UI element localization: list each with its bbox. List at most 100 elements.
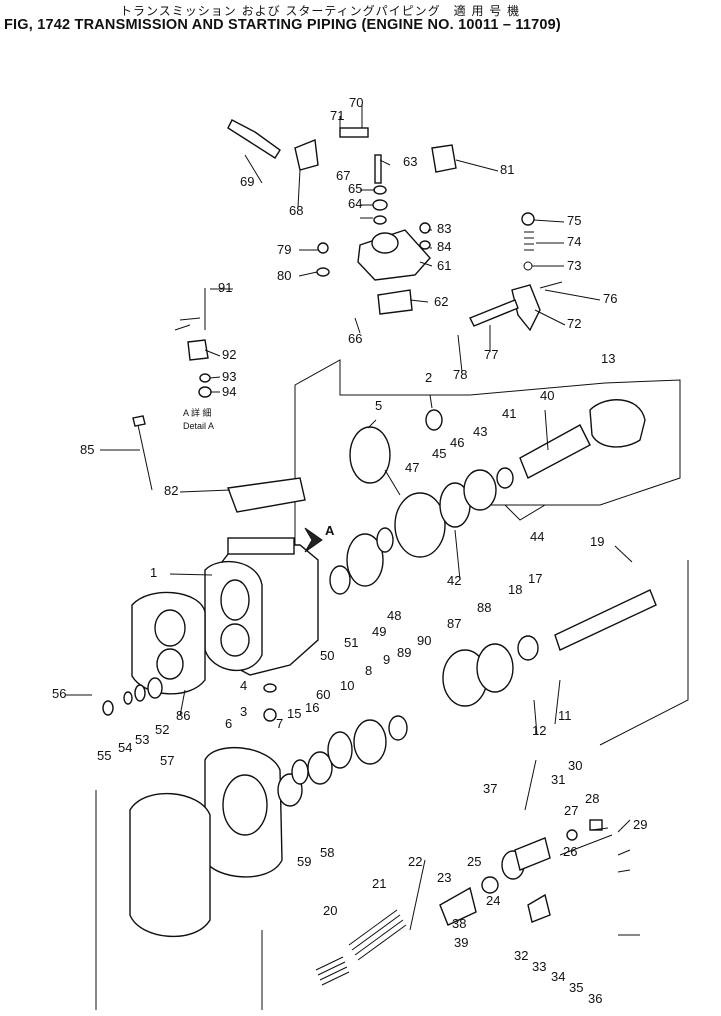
output-shaft <box>554 589 657 651</box>
callout-25: 25 <box>467 854 481 869</box>
callout-22: 22 <box>408 854 422 869</box>
detail-a-arrow-label: A <box>325 523 335 538</box>
figure-title: FIG, 1742 TRANSMISSION AND STARTING PIPI… <box>4 17 561 33</box>
leader-line <box>544 409 549 451</box>
callout-27: 27 <box>564 803 578 818</box>
rear-gasket <box>129 792 211 938</box>
callout-50: 50 <box>320 648 334 663</box>
detail-a-label-jp: A 詳 細 <box>183 407 212 418</box>
callout-74: 74 <box>567 234 581 249</box>
callout-29: 29 <box>633 817 647 832</box>
leader-line <box>297 169 301 208</box>
top-cover-gasket <box>227 477 306 513</box>
callout-11: 11 <box>558 708 572 723</box>
figure-title-japanese: トランスミッション および スターティングパイピング 適 用 号 機 <box>120 4 521 18</box>
callout-77: 77 <box>484 347 498 362</box>
starting-linkage <box>439 819 603 926</box>
callout-56: 56 <box>52 686 66 701</box>
callout-70: 70 <box>349 95 363 110</box>
leader-lines <box>65 104 640 936</box>
callout-88: 88 <box>477 600 491 615</box>
callout-38: 38 <box>452 916 466 931</box>
leader-line <box>169 573 213 576</box>
leader-line <box>179 489 231 493</box>
callout-34: 34 <box>551 969 565 984</box>
callout-18: 18 <box>508 582 522 597</box>
leader-line <box>457 334 463 373</box>
callout-42: 42 <box>447 573 461 588</box>
callout-30: 30 <box>568 758 582 773</box>
callout-41: 41 <box>502 406 516 421</box>
leader-line <box>614 545 633 563</box>
callout-81: 81 <box>500 162 514 177</box>
callout-39: 39 <box>454 935 468 950</box>
callout-91: 91 <box>218 280 232 295</box>
callout-36: 36 <box>588 991 602 1006</box>
callout-21: 21 <box>372 876 386 891</box>
callout-59: 59 <box>297 854 311 869</box>
callout-52: 52 <box>155 722 169 737</box>
callout-57: 57 <box>160 753 174 768</box>
callout-26: 26 <box>563 844 577 859</box>
callout-55: 55 <box>97 748 111 763</box>
leader-line <box>554 679 561 725</box>
callout-7: 7 <box>276 716 283 731</box>
callout-13: 13 <box>601 351 615 366</box>
callout-73: 73 <box>567 258 581 273</box>
leader-line <box>419 261 433 267</box>
callout-75: 75 <box>567 213 581 228</box>
callout-76: 76 <box>603 291 617 306</box>
leader-line <box>533 219 565 223</box>
leader-line <box>590 827 609 831</box>
callout-35: 35 <box>569 980 583 995</box>
leader-line <box>533 699 538 736</box>
callout-17: 17 <box>528 571 542 586</box>
callout-66: 66 <box>348 331 362 346</box>
callout-49: 49 <box>372 624 386 639</box>
callout-20: 20 <box>323 903 337 918</box>
callout-85: 85 <box>80 442 94 457</box>
callout-93: 93 <box>222 369 236 384</box>
leader-line <box>179 689 186 717</box>
callout-79: 79 <box>277 242 291 257</box>
callout-72: 72 <box>567 316 581 331</box>
callout-44: 44 <box>530 529 544 544</box>
callout-92: 92 <box>222 347 236 362</box>
callout-80: 80 <box>277 268 291 283</box>
callout-90: 90 <box>417 633 431 648</box>
callout-48: 48 <box>387 608 401 623</box>
callout-33: 33 <box>532 959 546 974</box>
callout-69: 69 <box>240 174 254 189</box>
callout-58: 58 <box>320 845 334 860</box>
callout-60: 60 <box>316 687 330 702</box>
leader-line <box>409 299 429 303</box>
leader-line <box>367 419 377 429</box>
callout-2: 2 <box>425 370 432 385</box>
callout-63: 63 <box>403 154 417 169</box>
leader-line <box>209 376 221 379</box>
leader-line <box>539 281 563 289</box>
leader-line <box>204 349 221 357</box>
leader-line <box>454 529 461 581</box>
callout-84: 84 <box>437 239 451 254</box>
callout-23: 23 <box>437 870 451 885</box>
callout-40: 40 <box>540 388 554 403</box>
leader-line <box>617 849 631 856</box>
callout-28: 28 <box>585 791 599 806</box>
leader-line <box>379 159 391 166</box>
callout-5: 5 <box>375 398 382 413</box>
leader-line <box>244 154 263 184</box>
leader-line <box>534 309 566 326</box>
callout-32: 32 <box>514 948 528 963</box>
callout-62: 62 <box>434 294 448 309</box>
callout-89: 89 <box>397 645 411 660</box>
callout-54: 54 <box>118 740 132 755</box>
bearings-seals <box>102 643 514 807</box>
callout-37: 37 <box>483 781 497 796</box>
leader-line <box>455 159 499 172</box>
leader-line <box>429 394 433 409</box>
callout-9: 9 <box>383 652 390 667</box>
callout-1: 1 <box>150 565 157 580</box>
